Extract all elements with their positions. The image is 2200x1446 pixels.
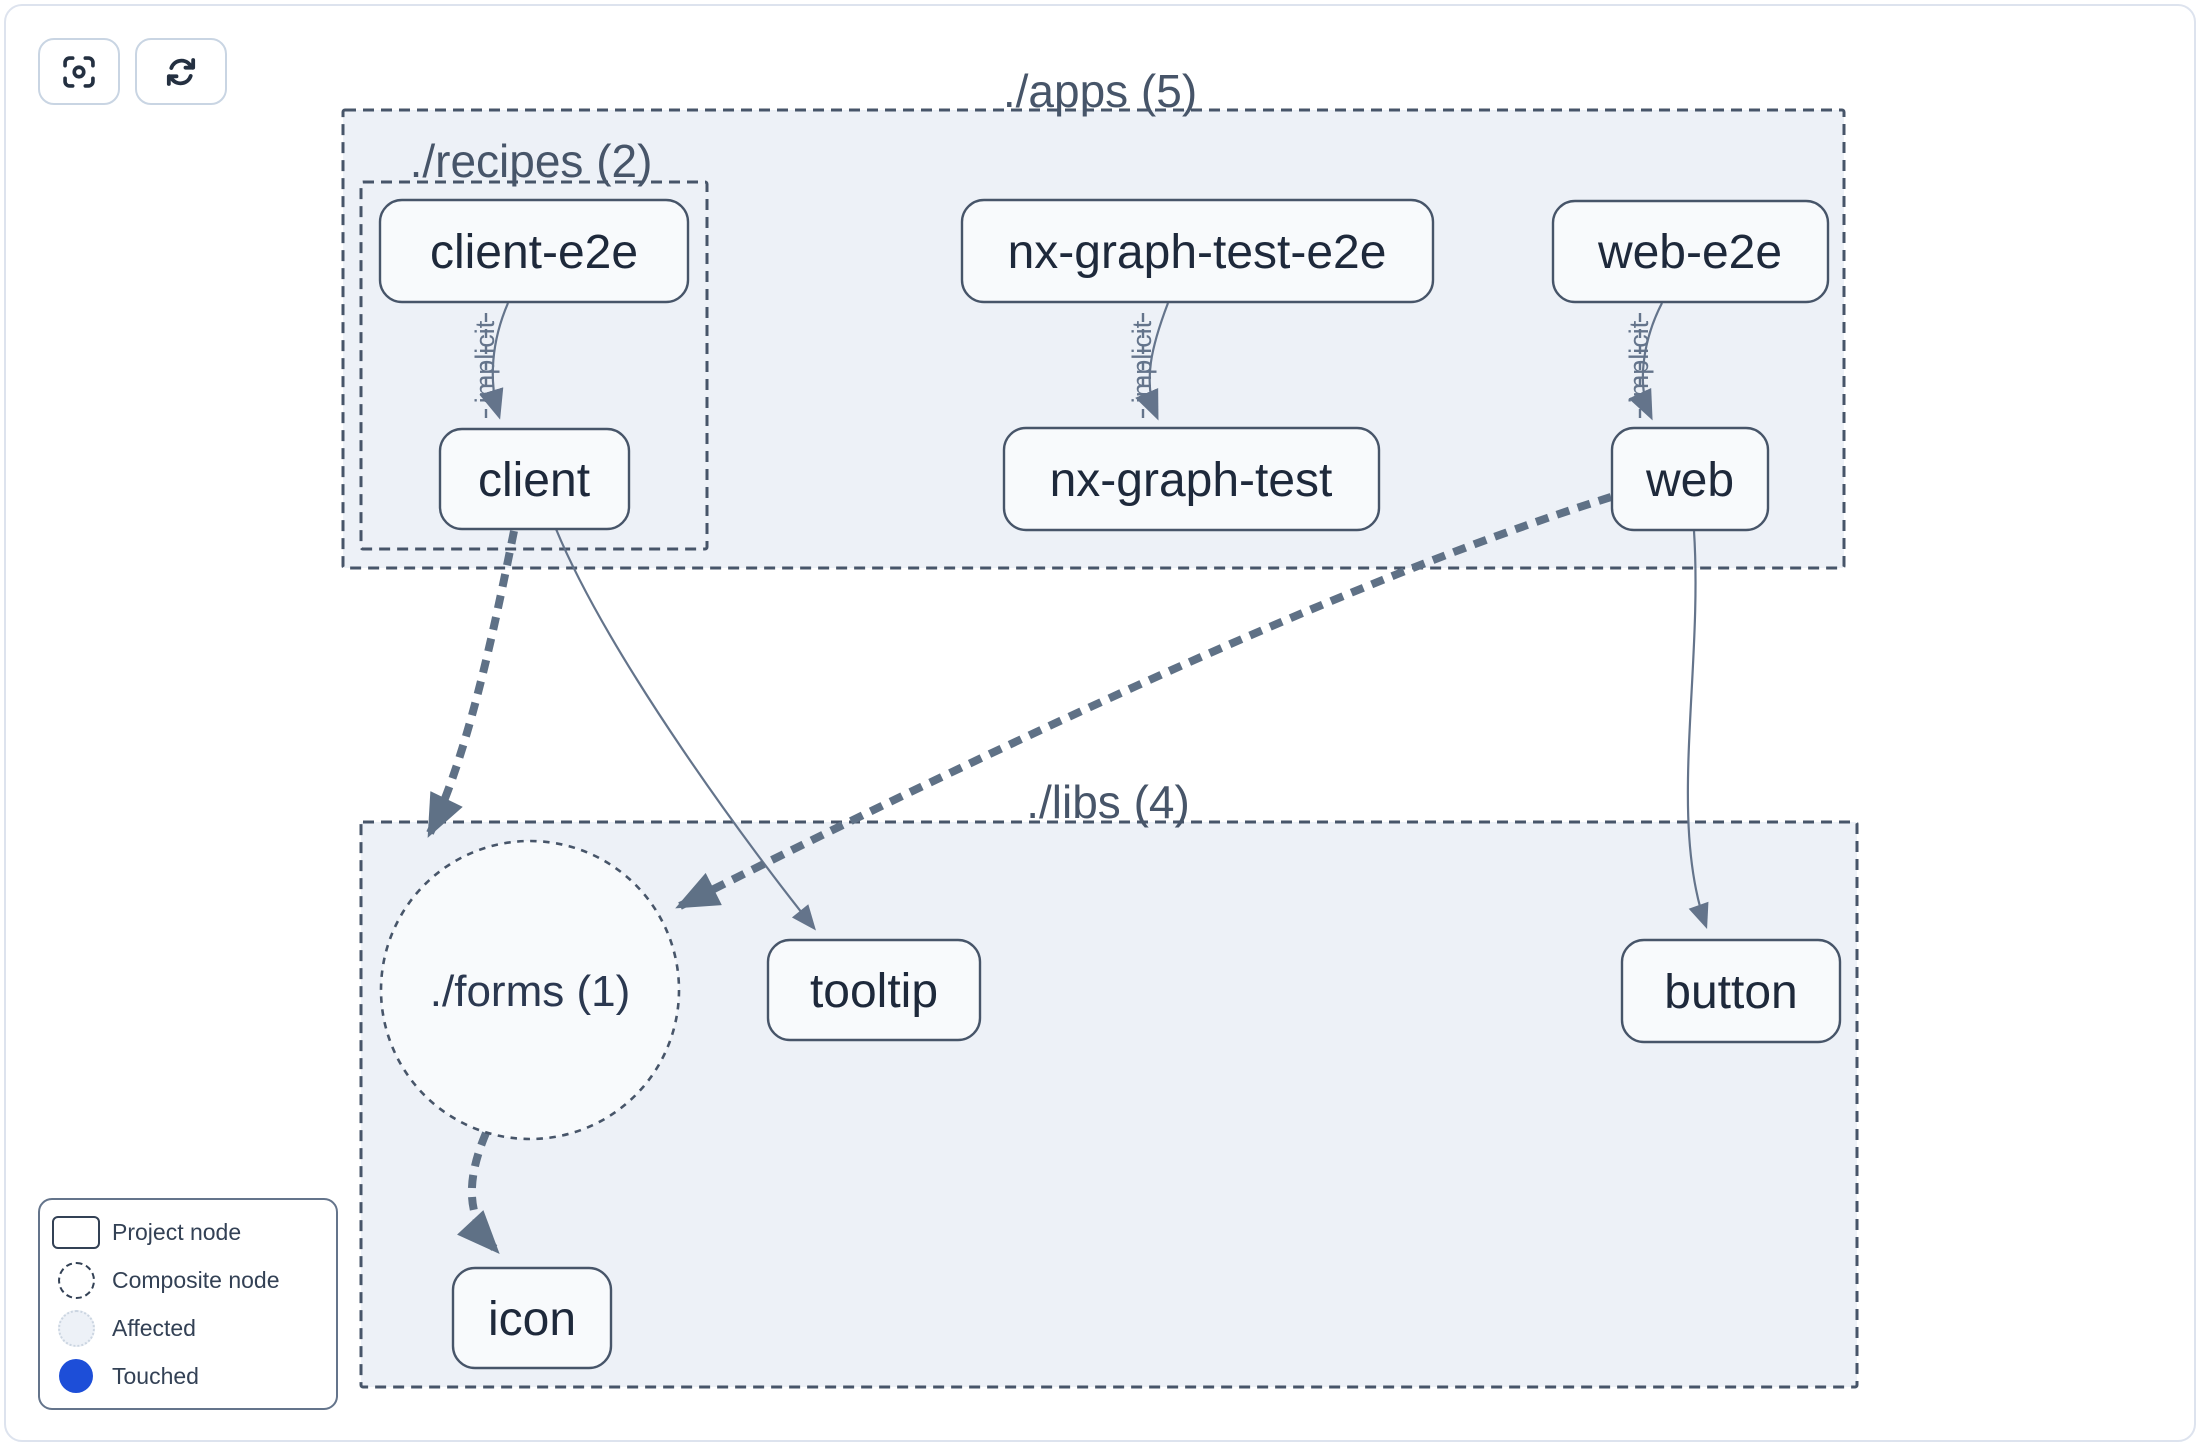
group-apps-label: ./apps (5) [1003, 65, 1197, 117]
node-web-e2e[interactable]: web-e2e [1551, 199, 1830, 304]
svg-text:tooltip: tooltip [810, 965, 938, 1018]
edge-client-to-tooltip[interactable] [554, 528, 816, 931]
node-button[interactable]: button [1620, 938, 1842, 1044]
edge-nx-graph-test-e2e-to-nx-graph-test[interactable] [1135, 302, 1170, 421]
affected-swatch [40, 1309, 112, 1347]
group-apps-container [341, 108, 1846, 570]
graph-toolbar [38, 38, 227, 105]
legend-label: Composite node [112, 1266, 280, 1293]
svg-text:nx-graph-test: nx-graph-test [1050, 454, 1333, 507]
project-node-swatch [40, 1215, 112, 1249]
composite-node-forms[interactable]: ./forms (1) [379, 839, 681, 1141]
node-client[interactable]: client [438, 427, 631, 531]
legend-label: Affected [112, 1314, 196, 1341]
group-libs-label: ./libs (4) [1026, 776, 1190, 828]
edge-client-to-forms[interactable] [426, 530, 518, 838]
group-recipes-label: ./recipes (2) [410, 135, 653, 187]
legend-item-project-node: Project node [40, 1208, 336, 1256]
svg-text:icon: icon [488, 1293, 576, 1346]
legend-label: Touched [112, 1362, 199, 1389]
focus-button[interactable] [38, 38, 120, 105]
group-recipes-container [359, 180, 709, 551]
edge-web-e2e-to-web[interactable] [1628, 302, 1663, 421]
legend-item-touched: Touched [40, 1352, 336, 1400]
touched-swatch [40, 1359, 112, 1393]
edge-web-to-forms[interactable] [675, 493, 1613, 910]
composite-node-swatch [40, 1261, 112, 1299]
svg-text:implicit: implicit [470, 320, 500, 403]
node-nx-graph-test[interactable]: nx-graph-test [1002, 426, 1381, 532]
refresh-icon [166, 57, 196, 86]
node-nx-graph-test-e2e[interactable]: nx-graph-test-e2e [960, 198, 1435, 304]
node-tooltip[interactable]: tooltip [766, 938, 982, 1042]
group-libs-container [359, 820, 1859, 1389]
edge-label-implicit-client: implicit [470, 306, 500, 418]
node-icon[interactable]: icon [451, 1266, 613, 1370]
legend-item-composite-node: Composite node [40, 1256, 336, 1304]
node-client-e2e[interactable]: client-e2e [378, 198, 690, 304]
svg-text:client-e2e: client-e2e [430, 226, 638, 279]
composite-node-forms-label: ./forms (1) [430, 967, 630, 1016]
node-web[interactable]: web [1610, 426, 1770, 532]
svg-text:web-e2e: web-e2e [1597, 226, 1782, 279]
edge-label-implicit-nx-graph-test: implicit [1127, 306, 1157, 418]
edge-client-e2e-to-client[interactable] [479, 302, 510, 420]
svg-text:web: web [1645, 454, 1734, 507]
focus-crosshair-icon [63, 55, 95, 88]
legend-item-affected: Affected [40, 1304, 336, 1352]
refresh-button[interactable] [135, 38, 227, 105]
svg-text:button: button [1664, 966, 1797, 1019]
graph-legend: Project node Composite node Affected Tou… [38, 1198, 338, 1410]
svg-text:nx-graph-test-e2e: nx-graph-test-e2e [1008, 226, 1387, 279]
svg-text:client: client [478, 454, 590, 507]
svg-text:implicit: implicit [1127, 320, 1157, 403]
edge-forms-to-icon[interactable] [457, 1131, 500, 1254]
legend-label: Project node [112, 1218, 242, 1245]
edge-web-to-button[interactable] [1686, 530, 1709, 929]
svg-text:implicit: implicit [1624, 320, 1654, 403]
edge-label-implicit-web: implicit [1624, 306, 1654, 418]
